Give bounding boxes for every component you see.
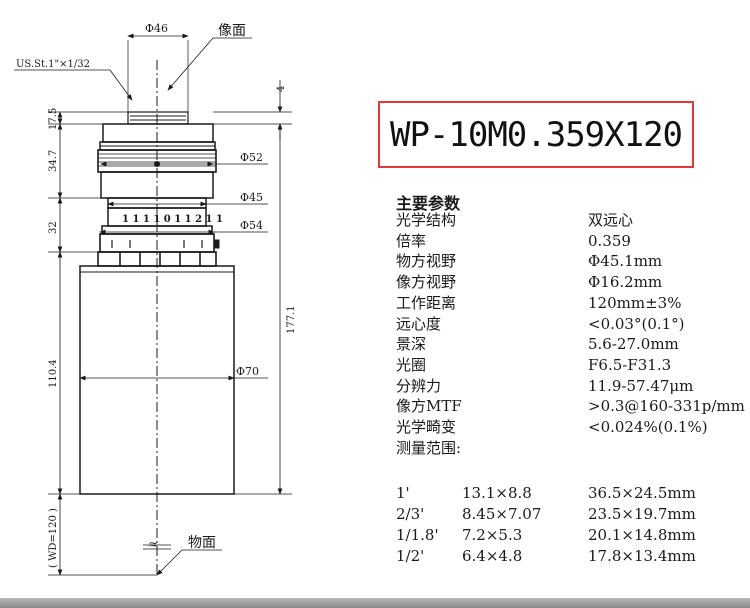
format-size: 8.45×7.07 bbox=[462, 505, 542, 523]
spec-row: 倍率 0.359 bbox=[396, 231, 631, 251]
format-fov: 17.8×13.4mm bbox=[588, 547, 696, 565]
model-title-box: WP-10M0.359X120 bbox=[378, 101, 694, 168]
spec-row: 景深 5.6-27.0mm bbox=[396, 334, 679, 354]
dim-177-1-label: 177.1 bbox=[286, 305, 297, 334]
spec-value: F6.5-F31.3 bbox=[588, 355, 672, 374]
lens-drawing: Φ46 像面 US.St.1"×1/32 4 17.5 34.7 32 110.… bbox=[14, 22, 297, 576]
thread-label: US.St.1"×1/32 bbox=[16, 59, 90, 70]
object-plane-label: 物面 bbox=[188, 535, 216, 551]
spec-key: 工作距离 bbox=[396, 293, 457, 312]
mount-thread bbox=[127, 111, 189, 125]
dim-17-5-label: 17.5 bbox=[48, 108, 59, 130]
spec-value: 0.359 bbox=[588, 231, 631, 250]
model-title: WP-10M0.359X120 bbox=[389, 114, 683, 155]
top-collar bbox=[102, 123, 214, 143]
format-sensor: 1/1.8' bbox=[396, 526, 439, 544]
image-plane-label: 像面 bbox=[218, 23, 246, 39]
spec-row: 测量范围: bbox=[396, 438, 461, 458]
spec-key: 远心度 bbox=[396, 314, 442, 333]
dim-d70-label: Φ70 bbox=[236, 365, 259, 378]
format-fov: 23.5×19.7mm bbox=[588, 505, 696, 523]
format-sensor: 2/3' bbox=[396, 505, 425, 523]
dim-d46-label: Φ46 bbox=[145, 22, 168, 35]
spec-value: <0.03°(0.1°) bbox=[588, 314, 685, 333]
spec-value: 11.9-57.47μm bbox=[588, 376, 694, 395]
format-size: 7.2×5.3 bbox=[462, 526, 523, 544]
format-sensor: 1' bbox=[396, 484, 410, 502]
spec-key: 光学结构 bbox=[396, 211, 457, 229]
spec-row: 光学结构 双远心 bbox=[396, 210, 633, 230]
spec-key: 光圈 bbox=[396, 355, 427, 374]
bottom-bar bbox=[0, 598, 750, 608]
dim-34-7-label: 34.7 bbox=[48, 150, 59, 172]
spec-key: 物方视野 bbox=[396, 252, 457, 271]
spec-row: 像方视野 Φ16.2mm bbox=[396, 272, 662, 292]
spec-row: 光学畸变 <0.024%(0.1%) bbox=[396, 417, 708, 437]
spec-row: 工作距离 120mm±3% bbox=[396, 293, 681, 313]
specs-heading: 主要参数 bbox=[396, 194, 461, 213]
spec-row: 物方视野 Φ45.1mm bbox=[396, 251, 662, 271]
format-size: 13.1×8.8 bbox=[462, 484, 532, 502]
spec-key: 倍率 bbox=[396, 231, 427, 250]
spec-key: 像方视野 bbox=[396, 273, 457, 292]
break-mark: ≈ bbox=[148, 537, 158, 551]
spec-key: 测量范围: bbox=[396, 438, 462, 457]
spec-row: 像方MTF >0.3@160-331p/mm bbox=[396, 396, 745, 416]
spec-key: 光学畸变 bbox=[396, 418, 457, 436]
spec-row: 远心度 <0.03°(0.1°) bbox=[396, 314, 685, 334]
dim-110-4-label: 110.4 bbox=[48, 359, 59, 388]
format-fov: 36.5×24.5mm bbox=[588, 484, 696, 502]
dim-d54-label: Φ54 bbox=[240, 219, 263, 232]
dim-32-label: 32 bbox=[48, 221, 59, 234]
spec-value: 双远心 bbox=[588, 211, 634, 229]
dim-d45-label: Φ45 bbox=[240, 191, 263, 204]
spec-value: Φ16.2mm bbox=[588, 273, 663, 292]
spec-key: 像方MTF bbox=[396, 397, 462, 416]
format-size: 6.4×4.8 bbox=[462, 547, 523, 565]
format-sensor: 1/2' bbox=[396, 547, 425, 565]
dim-d52-label: Φ52 bbox=[240, 151, 263, 164]
spec-key: 分辨力 bbox=[396, 376, 442, 395]
aperture-scale-text: 1 1 1 1 0 1 1 2 1 1 bbox=[122, 214, 223, 225]
spec-value: 120mm±3% bbox=[588, 293, 682, 312]
format-fov: 20.1×14.8mm bbox=[588, 526, 696, 544]
spec-value: >0.3@160-331p/mm bbox=[588, 397, 745, 416]
spec-row: 光圈 F6.5-F31.3 bbox=[396, 355, 671, 375]
dim-4-label: 4 bbox=[276, 86, 287, 92]
spec-value: <0.024%(0.1%) bbox=[588, 418, 708, 436]
dim-wd-label: ( WD=120 ) bbox=[48, 508, 59, 568]
spec-key: 景深 bbox=[396, 335, 427, 354]
spec-value: 5.6-27.0mm bbox=[588, 335, 679, 354]
spec-row: 分辨力 11.9-57.47μm bbox=[396, 376, 693, 396]
spec-value: Φ45.1mm bbox=[588, 252, 663, 271]
